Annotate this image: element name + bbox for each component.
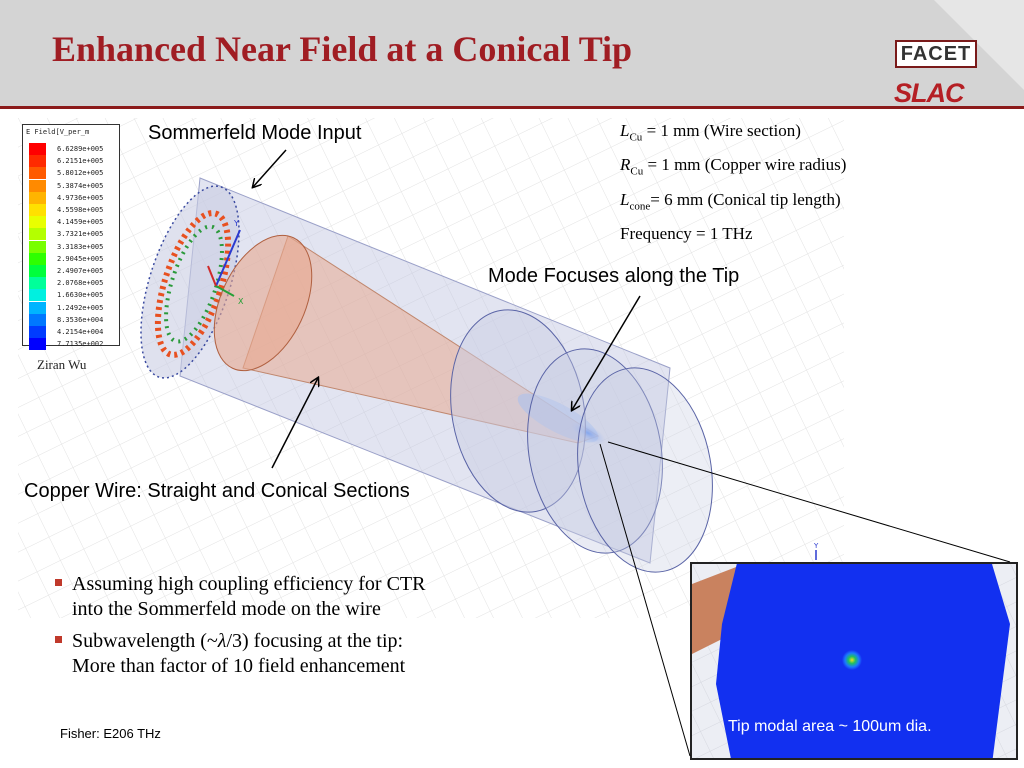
- colorbar-swatch: [29, 338, 46, 351]
- slac-logo: SLAC: [894, 78, 964, 108]
- param-frequency: Frequency = 1 THz: [620, 224, 753, 244]
- colorbar-swatch: [29, 228, 46, 241]
- slide-title: Enhanced Near Field at a Conical Tip: [52, 29, 633, 69]
- bullet-subwavelength: Subwavelength (~λ/3) focusing at the tip…: [55, 629, 535, 679]
- tip-closeup-render: [692, 564, 1016, 758]
- colorbar-swatch: [29, 252, 46, 265]
- colorbar-label: 8.3536e+004: [57, 315, 104, 324]
- colorbar-swatch: [29, 301, 46, 314]
- colorbar-swatch: [29, 240, 46, 253]
- header-decoration: [934, 0, 1024, 90]
- colorbar-label: 3.7321e+005: [57, 230, 104, 239]
- colorbar-label: 4.5598e+005: [57, 206, 104, 214]
- tip-closeup-inset: Tip modal area ~ 100um dia.: [690, 562, 1018, 760]
- colorbar-swatch: [29, 167, 46, 180]
- axis-y-label: Y: [233, 219, 239, 228]
- callout-mode-focus: Mode Focuses along the Tip: [488, 265, 740, 287]
- param-l-cu: LCu = 1 mm (Wire section): [620, 121, 801, 144]
- colorbar-label: 2.0768e+005: [57, 279, 104, 288]
- colorbar-label: 4.9736e+005: [57, 193, 104, 202]
- colorbar-swatch: [29, 143, 46, 155]
- colorbar-label: 4.2154e+004: [57, 328, 104, 336]
- colorbar-swatch: [29, 277, 46, 290]
- colorbar-swatch: [29, 155, 46, 168]
- bullet-marker: [55, 579, 62, 586]
- param-l-cone: Lcone= 6 mm (Conical tip length): [620, 189, 841, 213]
- colorbar-swatch: [29, 326, 46, 338]
- colorbar-label: 7.7135e+002: [57, 340, 104, 349]
- colorbar-label: 1.2492e+005: [57, 303, 104, 312]
- colorbar-label: 6.2151e+005: [57, 157, 104, 166]
- colorbar-swatch: [29, 216, 46, 229]
- colorbar-label: 1.6630e+005: [57, 291, 104, 300]
- colorbar-label: 6.6289e+005: [57, 145, 104, 153]
- inset-caption: Tip modal area ~ 100um dia.: [728, 718, 932, 735]
- colorbar-label: 5.3874e+005: [57, 181, 104, 190]
- param-r-cu: RCu = 1 mm (Copper wire radius): [620, 155, 847, 178]
- colorbar-swatch: [29, 191, 46, 204]
- title-divider: [0, 106, 1024, 109]
- colorbar-label: 2.4907e+005: [57, 267, 104, 275]
- footer-note: Fisher: E206 THz: [60, 726, 161, 741]
- colorbar-swatch: [29, 204, 46, 216]
- bullet-coupling: Assuming high coupling efficiency for CT…: [55, 572, 535, 622]
- facet-logo: FACET: [895, 40, 977, 68]
- author-credit: Ziran Wu: [37, 357, 87, 372]
- colorbar-swatch: [29, 179, 46, 192]
- axis-x-label: X: [238, 297, 244, 306]
- colorbar-label: 3.3183e+005: [57, 242, 104, 251]
- axis-y-label-small: Y: [813, 542, 819, 550]
- colorbar-label: 2.9045e+005: [57, 254, 104, 263]
- colorbar-label: 4.1459e+005: [57, 218, 104, 227]
- field-colorbar: E Field[V_per_m 6.6289e+005 6.2151e+005 5.…: [22, 124, 120, 351]
- colorbar-swatch: [29, 265, 46, 277]
- colorbar-swatch: [29, 313, 46, 326]
- simulation-render: Y X Y: [18, 118, 844, 618]
- colorbar-swatch: [29, 289, 46, 302]
- bullet-list: Assuming high coupling efficiency for CT…: [55, 572, 535, 686]
- callout-copper-wire: Copper Wire: Straight and Conical Sectio…: [24, 480, 410, 502]
- callout-sommerfeld-input: Sommerfeld Mode Input: [148, 122, 362, 144]
- slide-header: [0, 0, 1024, 106]
- simulation-parameters: LCu = 1 mm (Wire section) RCu = 1 mm (Co…: [620, 117, 846, 247]
- colorbar-label: 5.8012e+005: [57, 169, 104, 178]
- colorbar-title: E Field[V_per_m: [26, 128, 90, 136]
- bullet-marker: [55, 636, 62, 643]
